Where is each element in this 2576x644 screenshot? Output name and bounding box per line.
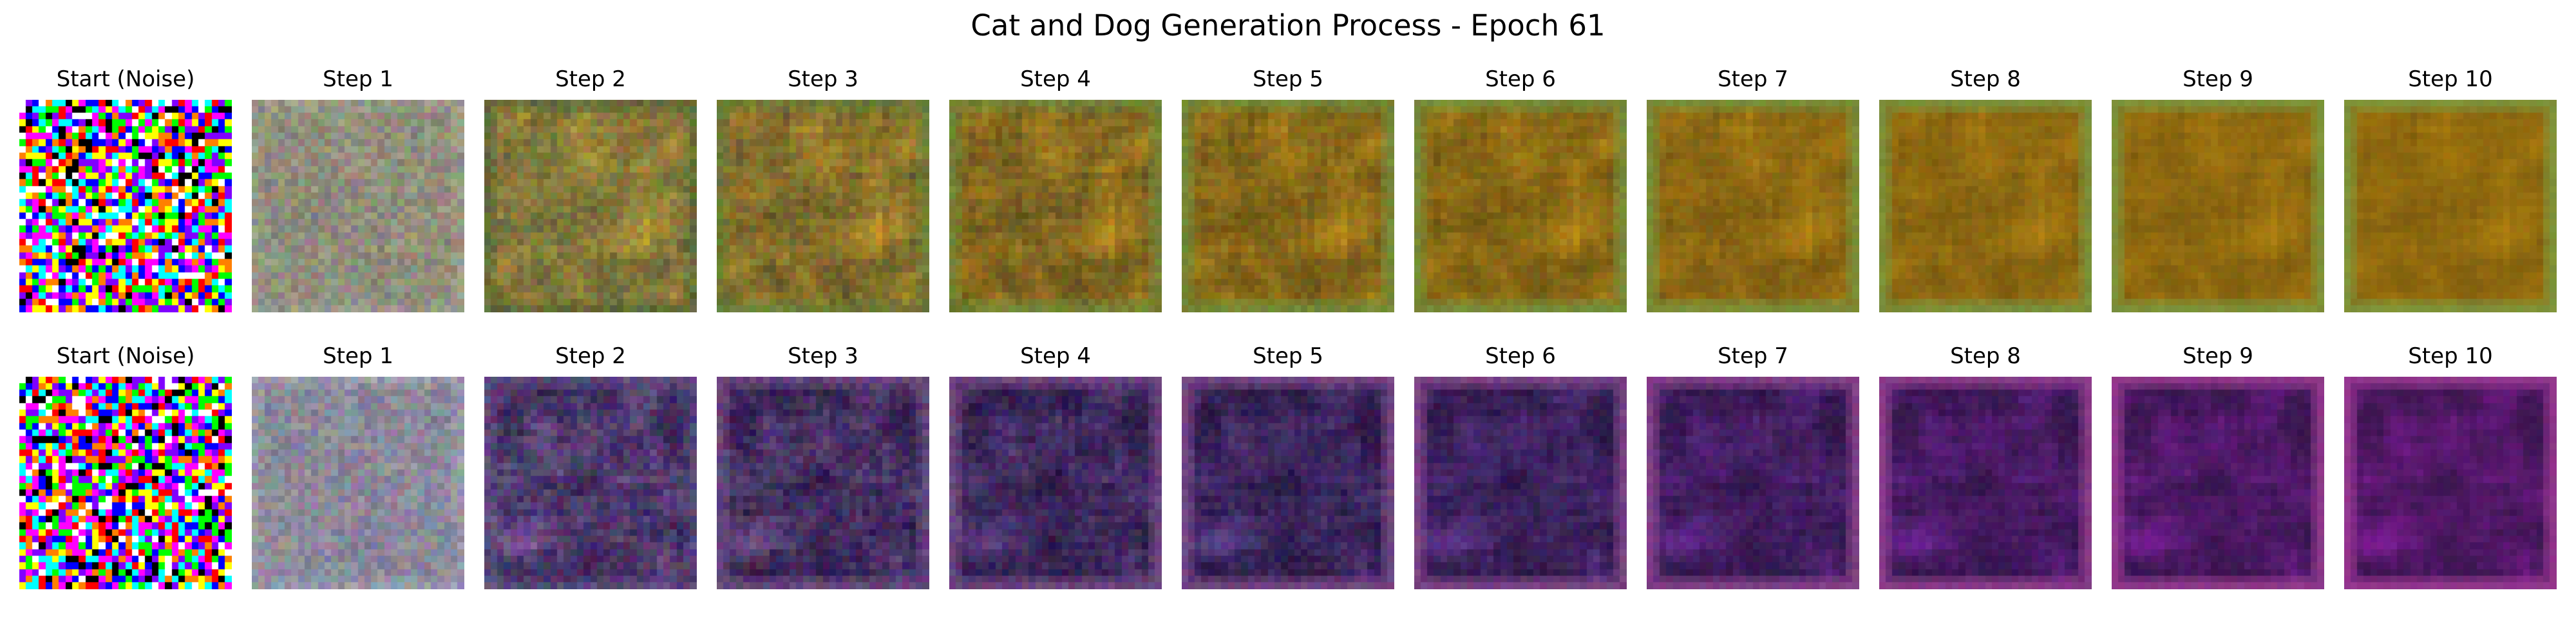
- panel-start-noise: Start (Noise): [19, 341, 232, 599]
- generated-image: [949, 377, 1162, 589]
- panel-title: Step 5: [1253, 343, 1323, 369]
- generated-image: [949, 100, 1162, 312]
- panel-step-2: Step 2: [484, 341, 697, 599]
- noise-image: [19, 377, 232, 589]
- panel-title: Step 1: [323, 66, 393, 92]
- panel-title: Step 10: [2408, 343, 2493, 369]
- panel-title: Step 2: [555, 66, 626, 92]
- panel-title: Step 7: [1718, 66, 1788, 92]
- generated-image: [484, 100, 697, 312]
- panel-start-noise: Start (Noise): [19, 64, 232, 322]
- panel-title: Step 4: [1020, 66, 1091, 92]
- panel-title: Step 1: [323, 343, 393, 369]
- panel-step-7: Step 7: [1647, 341, 1859, 599]
- generated-image: [1879, 100, 2092, 312]
- cat-generation-row: Start (Noise) Step 1 Step 2 Step 3 Step …: [0, 64, 2576, 322]
- generated-image: [2112, 377, 2324, 589]
- generated-image: [1647, 100, 1859, 312]
- panel-title: Step 8: [1950, 66, 2021, 92]
- panel-step-6: Step 6: [1414, 64, 1627, 322]
- panel-title: Start (Noise): [56, 66, 195, 92]
- panel-title: Step 6: [1485, 66, 1556, 92]
- panel-step-4: Step 4: [949, 64, 1162, 322]
- panel-step-10: Step 10: [2344, 64, 2557, 322]
- panel-step-5: Step 5: [1182, 64, 1394, 322]
- panel-step-2: Step 2: [484, 64, 697, 322]
- panel-step-9: Step 9: [2112, 64, 2324, 322]
- panel-title: Step 2: [555, 343, 626, 369]
- panel-step-7: Step 7: [1647, 64, 1859, 322]
- panel-step-1: Step 1: [252, 341, 464, 599]
- generated-image: [1182, 100, 1394, 312]
- panel-step-8: Step 8: [1879, 341, 2092, 599]
- panel-step-3: Step 3: [717, 341, 929, 599]
- generated-image: [2344, 377, 2557, 589]
- panel-title: Start (Noise): [56, 343, 195, 369]
- panel-step-3: Step 3: [717, 64, 929, 322]
- generated-image: [1647, 377, 1859, 589]
- figure-title: Cat and Dog Generation Process - Epoch 6…: [971, 8, 1605, 43]
- generated-image: [717, 377, 929, 589]
- panel-title: Step 9: [2183, 66, 2253, 92]
- generated-image: [2112, 100, 2324, 312]
- generated-image: [1414, 100, 1627, 312]
- dog-generation-row: Start (Noise) Step 1 Step 2 Step 3 Step …: [0, 341, 2576, 599]
- generated-image: [252, 100, 464, 312]
- generated-image: [252, 377, 464, 589]
- generated-image: [2344, 100, 2557, 312]
- panel-step-10: Step 10: [2344, 341, 2557, 599]
- panel-step-1: Step 1: [252, 64, 464, 322]
- panel-step-6: Step 6: [1414, 341, 1627, 599]
- noise-image: [19, 100, 232, 312]
- panel-title: Step 7: [1718, 343, 1788, 369]
- panel-title: Step 3: [788, 66, 858, 92]
- panel-title: Step 6: [1485, 343, 1556, 369]
- panel-step-9: Step 9: [2112, 341, 2324, 599]
- generated-image: [1879, 377, 2092, 589]
- generated-image: [1414, 377, 1627, 589]
- panel-title: Step 5: [1253, 66, 1323, 92]
- panel-title: Step 3: [788, 343, 858, 369]
- generated-image: [1182, 377, 1394, 589]
- generated-image: [484, 377, 697, 589]
- generated-image: [717, 100, 929, 312]
- panel-title: Step 8: [1950, 343, 2021, 369]
- panel-title: Step 4: [1020, 343, 1091, 369]
- panel-step-4: Step 4: [949, 341, 1162, 599]
- panel-title: Step 10: [2408, 66, 2493, 92]
- panel-title: Step 9: [2183, 343, 2253, 369]
- panel-step-8: Step 8: [1879, 64, 2092, 322]
- panel-step-5: Step 5: [1182, 341, 1394, 599]
